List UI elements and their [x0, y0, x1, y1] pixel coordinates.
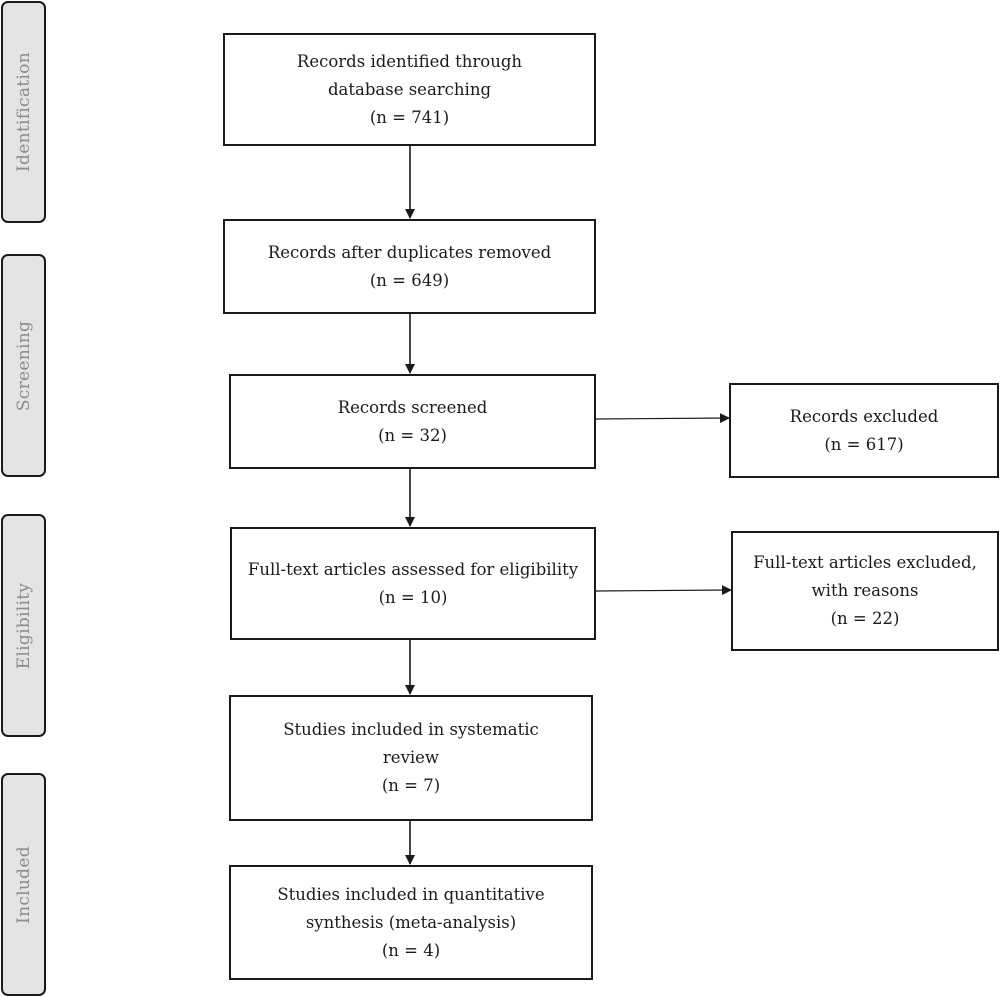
- records-excluded-box: Records excluded (n = 617): [729, 383, 999, 478]
- quantitative-synthesis-box: Studies included in quantitative synthes…: [229, 865, 593, 980]
- phase-identification: Identification: [1, 1, 46, 223]
- quantitative-synthesis-count: (n = 4): [381, 940, 441, 960]
- fulltext-assessed-count: (n = 10): [378, 587, 448, 607]
- records-excluded-count: (n = 617): [824, 434, 904, 454]
- fulltext-assessed-line-1: Full-text articles assessed for eligibil…: [247, 559, 579, 579]
- records-deduplicated-box: Records after duplicates removed (n = 64…: [223, 219, 596, 314]
- fulltext-excluded-count: (n = 22): [830, 609, 900, 628]
- records-deduplicated-line-1: Records after duplicates removed: [267, 242, 552, 262]
- systematic-review-line-1: Studies included in systematic: [283, 720, 539, 739]
- fulltext-assessed-box: Full-text articles assessed for eligibil…: [230, 527, 596, 640]
- quantitative-synthesis-line-1: Studies included in quantitative: [277, 884, 545, 904]
- systematic-review-box: Studies included in systematic review (n…: [229, 695, 593, 821]
- fulltext-excluded-line-2: with reasons: [811, 581, 919, 600]
- records-identified-box: Records identified through database sear…: [223, 33, 596, 146]
- systematic-review-count: (n = 7): [381, 776, 441, 795]
- records-identified-line-1: Records identified through: [296, 51, 523, 71]
- records-screened-box: Records screened (n = 32): [229, 374, 596, 469]
- arrow-fulltext-to-fulltext-excluded: [595, 585, 732, 596]
- records-identified-line-2: database searching: [327, 79, 492, 99]
- records-screened-line-1: Records screened: [337, 397, 488, 417]
- quantitative-synthesis-line-2: synthesis (meta-analysis): [305, 912, 517, 932]
- phase-included: Included: [1, 773, 46, 996]
- phase-eligibility: Eligibility: [1, 514, 46, 737]
- records-deduplicated-count: (n = 649): [369, 270, 450, 290]
- systematic-review-line-2: review: [382, 748, 440, 767]
- records-excluded-line-1: Records excluded: [789, 406, 939, 426]
- records-screened-count: (n = 32): [378, 425, 447, 445]
- arrow-screened-to-excluded: [595, 413, 730, 424]
- records-identified-count: (n = 741): [369, 107, 450, 127]
- phase-screening: Screening: [1, 254, 46, 477]
- fulltext-excluded-line-1: Full-text articles excluded,: [753, 553, 977, 572]
- fulltext-excluded-box: Full-text articles excluded, with reason…: [731, 531, 999, 651]
